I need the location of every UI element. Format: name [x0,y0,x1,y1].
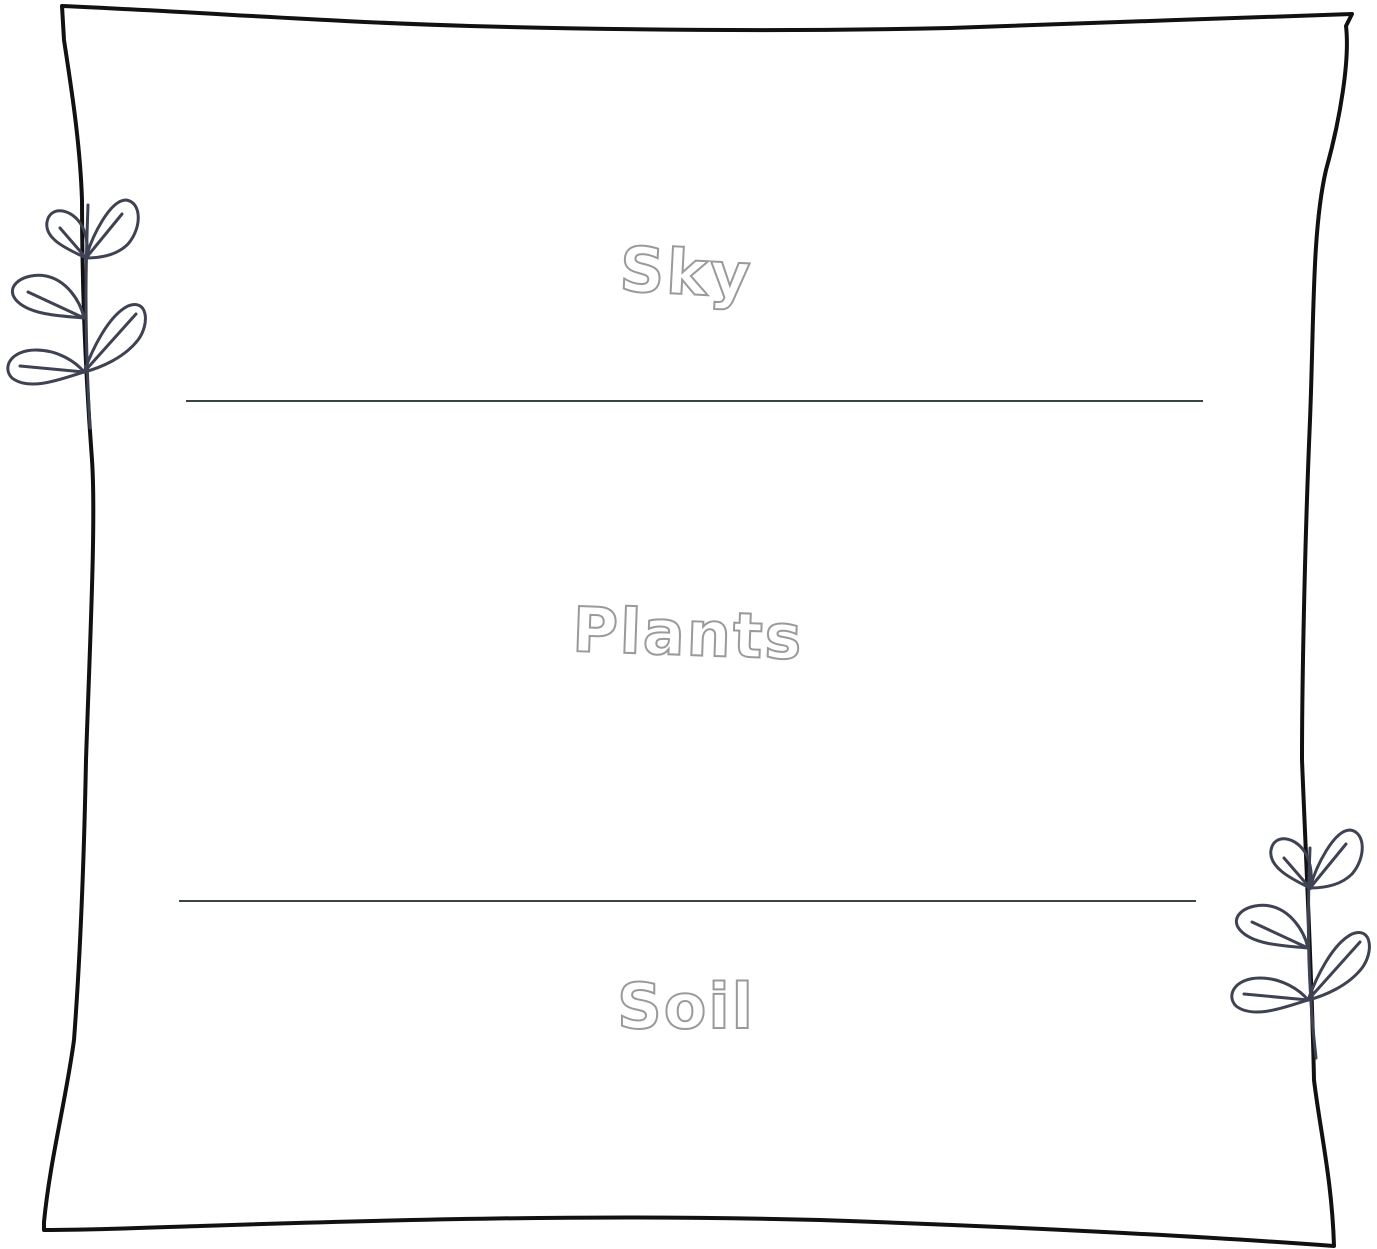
section-label-soil: Soil [617,970,755,1043]
section-label-sky: Sky [618,233,754,313]
leaf-sprig-icon [1232,830,1370,1058]
section-label-plants: Plants [571,593,805,674]
leaf-sprig-icon [8,200,146,428]
